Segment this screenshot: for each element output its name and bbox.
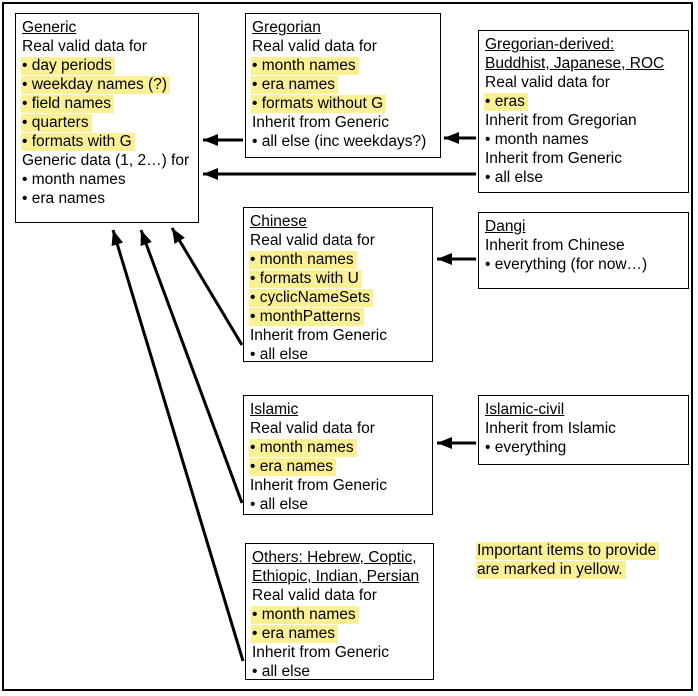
box-title: Chinese: [250, 213, 307, 230]
highlighted-line: • formats with G: [21, 132, 192, 151]
box-title: Gregorian: [252, 19, 321, 36]
text-line: Inherit from Chinese: [485, 237, 625, 254]
text-line: • month names: [485, 131, 589, 148]
highlighted-line: • era names: [249, 457, 426, 476]
islamic-box: Islamic Real valid data for • month name…: [243, 395, 433, 515]
arrow-others-to-generic: [111, 229, 245, 662]
legend-note: Important items to provide are marked in…: [476, 541, 660, 579]
chinese-box: Chinese Real valid data for • month name…: [243, 207, 433, 363]
text-line: Real valid data for: [252, 587, 377, 604]
box-title: Islamic: [250, 401, 299, 418]
box-title: Islamic-civil: [485, 401, 565, 418]
gregorian-box: Gregorian Real valid data for • month na…: [245, 13, 441, 158]
text-line: Real valid data for: [250, 420, 375, 437]
highlighted-line: • day periods: [21, 56, 192, 75]
others-box: Others: Hebrew, Coptic, Ethiopic, Indian…: [245, 543, 434, 680]
islamic-civil-box: Islamic-civil Inherit from Islamic • eve…: [478, 395, 689, 465]
highlighted-line: • quarters: [21, 113, 192, 132]
text-line: Inherit from Generic: [252, 114, 389, 131]
box-title: Generic: [22, 19, 77, 36]
text-line: Inherit from Islamic: [485, 420, 616, 437]
text-line: • all else: [252, 663, 310, 680]
highlighted-line: • monthPatterns: [249, 307, 426, 326]
highlighted-line: • cyclicNameSets: [249, 288, 426, 307]
highlighted-line: • month names: [249, 250, 426, 269]
text-line: Real valid data for: [252, 38, 377, 55]
highlighted-line: • eras: [484, 92, 682, 111]
text-line: Real valid data for: [485, 74, 610, 91]
box-title: Gregorian-derived:: [485, 36, 615, 53]
dangi-box: Dangi Inherit from Chinese • everything …: [478, 212, 689, 289]
box-title: Dangi: [485, 218, 526, 235]
arrow-islamic-to-generic: [139, 229, 244, 504]
text-line: • all else: [485, 169, 543, 186]
text-line: • everything (for now…): [485, 256, 648, 273]
highlighted-line: • formats with U: [249, 269, 426, 288]
text-line: • month names: [22, 171, 126, 188]
highlighted-line: • month names: [249, 438, 426, 457]
text-line: • all else: [250, 346, 308, 363]
text-line: Inherit from Generic: [252, 644, 389, 661]
highlighted-line: • weekday names (?): [21, 75, 192, 94]
highlighted-line: • month names: [251, 605, 427, 624]
text-line: • everything: [485, 439, 567, 456]
generic-box: Generic Real valid data for • day period…: [15, 13, 199, 223]
text-line: Real valid data for: [250, 232, 375, 249]
highlighted-line: • field names: [21, 94, 192, 113]
text-line: Inherit from Generic: [250, 327, 387, 344]
highlighted-line: • formats without G: [251, 94, 434, 113]
text-line: • era names: [22, 190, 105, 207]
text-line: Real valid data for: [22, 38, 147, 55]
highlighted-line: • era names: [251, 75, 434, 94]
legend-note-line: Important items to provide: [476, 541, 660, 560]
highlighted-line: • era names: [251, 624, 427, 643]
arrow-chinese-to-generic: [170, 227, 244, 346]
legend-note-line: are marked in yellow.: [476, 560, 659, 579]
text-line: • all else: [250, 496, 308, 513]
text-line: • all else (inc weekdays?): [252, 133, 427, 150]
gregorian-derived-box: Gregorian-derived: Buddhist, Japanese, R…: [478, 30, 689, 193]
text-line: Generic data (1, 2…) for: [22, 152, 190, 169]
text-line: Inherit from Generic: [485, 150, 622, 167]
box-title: Ethiopic, Indian, Persian: [252, 568, 420, 585]
text-line: Inherit from Gregorian: [485, 112, 637, 129]
box-title: Others: Hebrew, Coptic,: [252, 549, 417, 566]
text-line: Inherit from Generic: [250, 477, 387, 494]
highlighted-line: • month names: [251, 56, 434, 75]
box-title: Buddhist, Japanese, ROC: [485, 55, 665, 72]
